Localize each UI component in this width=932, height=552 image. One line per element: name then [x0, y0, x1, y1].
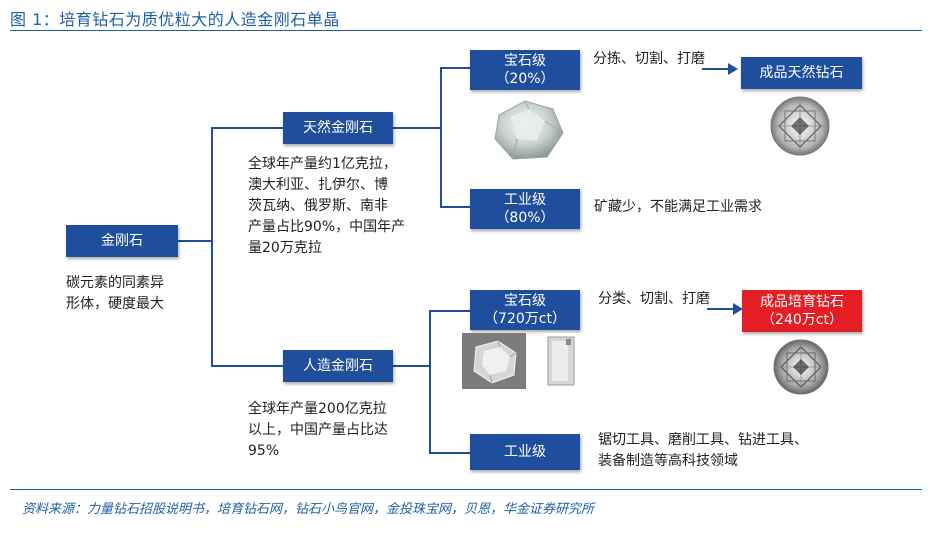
cut-diamond-image — [773, 339, 829, 395]
cut-diamond-image — [770, 96, 830, 156]
synthetic-industrial-note: 锯切工具、磨削工具、钻进工具、 装备制造等高科技领域 — [598, 430, 808, 472]
synthetic-box: 人造金刚石 — [283, 350, 393, 382]
footer-rule — [10, 489, 922, 490]
synthetic-product-label: 成品培育钻石 — [760, 294, 844, 310]
natural-industrial-box: 工业级 （80%） — [470, 189, 580, 229]
natural-vertical — [440, 67, 442, 207]
root-desc: 碳元素的同素异 形体，硬度最大 — [66, 273, 164, 315]
natural-to-gem — [440, 67, 470, 69]
synthetic-desc-line: 全球年产量200亿克拉 — [248, 401, 387, 417]
synthetic-product-box: 成品培育钻石 （240万ct） — [742, 290, 862, 332]
synthetic-gem-process: 分类、切割、打磨 — [598, 291, 710, 307]
root-desc-line: 碳元素的同素异 — [66, 275, 164, 291]
natural-gem-process: 分拣、切割、打磨 — [593, 51, 705, 67]
synthetic-gem-sub: （720万ct） — [484, 311, 566, 327]
natural-to-industrial — [440, 206, 470, 208]
natural-gem-label: 宝石级 — [504, 53, 546, 69]
natural-industrial-sub: （80%） — [495, 210, 555, 226]
natural-desc: 全球年产量约1亿克拉， 澳大利亚、扎伊尔、博 茨瓦纳、俄罗斯、南非 产量占比90… — [248, 154, 405, 259]
root-desc-line: 形体，硬度最大 — [66, 296, 164, 312]
root-label: 金刚石 — [101, 233, 143, 249]
synthetic-vertical — [429, 310, 431, 453]
natural-desc-line: 全球年产量约1亿克拉， — [248, 156, 397, 172]
natural-industrial-note: 矿藏少，不能满足工业需求 — [594, 199, 762, 215]
synthetic-industrial-box: 工业级 — [470, 434, 580, 470]
title-rule — [10, 30, 922, 31]
figure-title: 图 1：培育钻石为质优粒大的人造金刚石单晶 — [10, 10, 340, 29]
root-to-synthetic — [211, 365, 283, 367]
source-note: 资料来源：力量钻石招股说明书，培育钻石网，钻石小鸟官网，金投珠宝网，贝恩，华金证… — [22, 502, 595, 517]
natural-gem-sub: （20%） — [495, 71, 555, 87]
arrow-right-icon — [707, 303, 743, 315]
synthetic-to-industrial — [429, 452, 470, 454]
natural-product-label: 成品天然钻石 — [759, 65, 844, 81]
root-connector — [178, 240, 212, 242]
synthetic-product-sub: （240万ct） — [761, 312, 843, 328]
synthetic-industrial-label: 工业级 — [504, 444, 546, 460]
synthetic-industrial-note-line: 锯切工具、磨削工具、钻进工具、 — [598, 432, 808, 448]
synthetic-desc-line: 95% — [248, 443, 280, 459]
root-vertical — [211, 127, 213, 366]
synthetic-plate-image — [542, 333, 582, 389]
synthetic-desc: 全球年产量200亿克拉 以上，中国产量占比达 95% — [248, 399, 388, 462]
synthetic-desc-line: 以上，中国产量占比达 — [248, 422, 388, 438]
arrow-right-icon — [702, 63, 738, 75]
synthetic-gem-label: 宝石级 — [504, 293, 546, 309]
natural-gem-box: 宝石级 （20%） — [470, 50, 580, 90]
natural-desc-line: 茨瓦纳、俄罗斯、南非 — [248, 198, 388, 214]
natural-industrial-label: 工业级 — [504, 192, 546, 208]
synthetic-connector — [393, 365, 430, 367]
synthetic-industrial-note-line: 装备制造等高科技领域 — [598, 453, 738, 469]
rough-diamond-image — [487, 95, 569, 165]
synthetic-crystal-image — [462, 333, 526, 389]
natural-box: 天然金刚石 — [283, 112, 393, 144]
root-box: 金刚石 — [66, 225, 178, 257]
root-to-natural — [211, 127, 283, 129]
natural-product-box: 成品天然钻石 — [741, 57, 862, 89]
synthetic-gem-box: 宝石级 （720万ct） — [470, 290, 580, 330]
natural-label: 天然金刚石 — [303, 120, 373, 136]
natural-desc-line: 澳大利亚、扎伊尔、博 — [248, 177, 388, 193]
synthetic-to-gem — [429, 310, 470, 312]
natural-desc-line: 量20万克拉 — [248, 240, 322, 256]
synthetic-label: 人造金刚石 — [303, 358, 373, 374]
natural-desc-line: 产量占比90%，中国年产 — [248, 219, 406, 235]
natural-connector — [393, 127, 441, 129]
